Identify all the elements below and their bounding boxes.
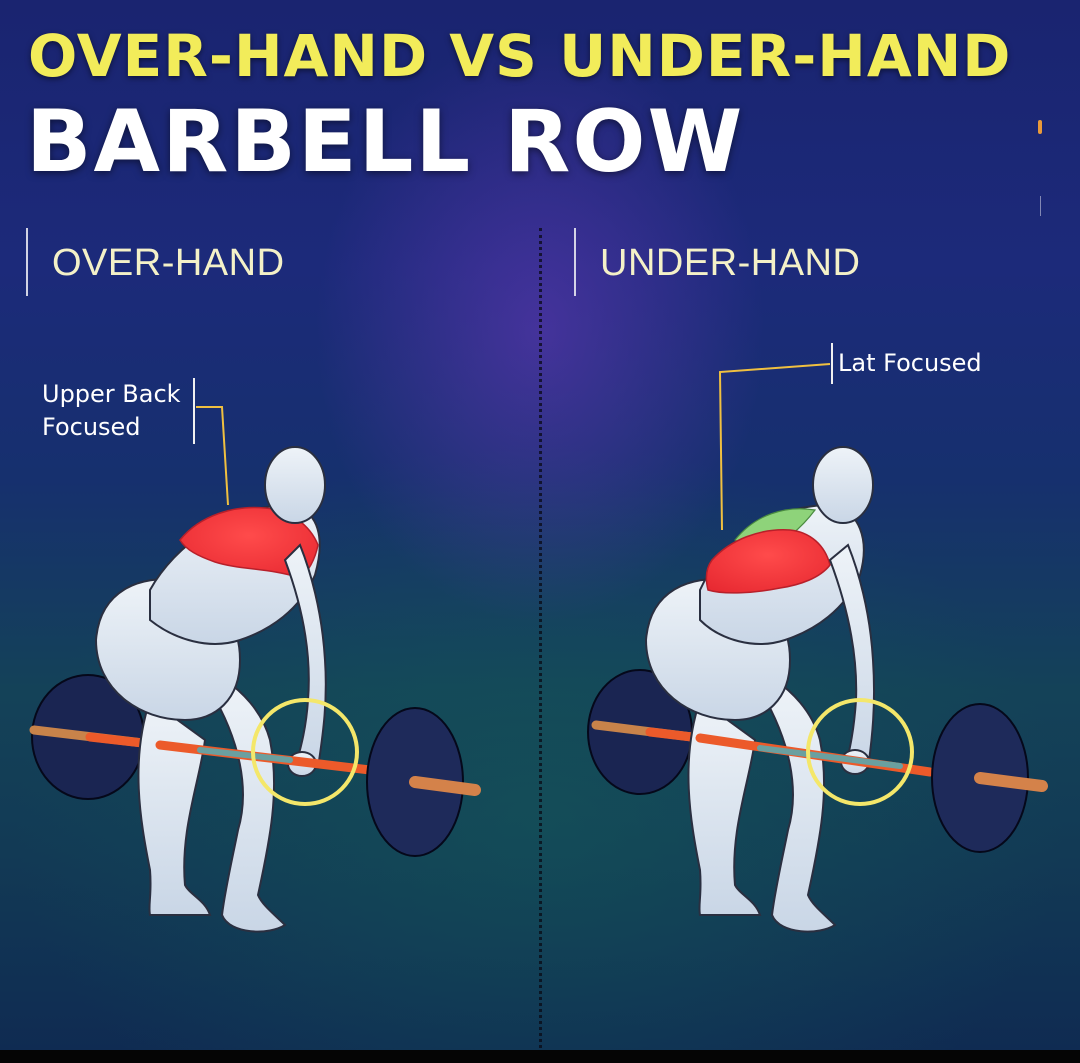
callout-upper-back: Upper Back Focused bbox=[42, 378, 181, 444]
underhand-figure bbox=[587, 343, 1048, 933]
panel-label-overhand: OVER-HAND bbox=[52, 242, 285, 284]
panel-header-overhand: OVER-HAND bbox=[26, 228, 285, 296]
decorative-mark bbox=[1038, 120, 1042, 134]
overhand-head bbox=[264, 446, 326, 524]
decorative-tick bbox=[1040, 196, 1041, 216]
callout-upper-back-line-2: Focused bbox=[42, 413, 141, 441]
overhand-front-leg bbox=[208, 678, 287, 933]
panel-label-underhand: UNDER-HAND bbox=[600, 242, 861, 284]
panel-header-underhand: UNDER-HAND bbox=[574, 228, 860, 296]
underhand-arm bbox=[828, 543, 876, 770]
overhand-figure bbox=[29, 378, 481, 933]
overhand-arm bbox=[283, 543, 327, 770]
title-line-2: BARBELL ROW bbox=[26, 92, 745, 192]
underhand-rear-leg bbox=[687, 698, 762, 916]
callout-lat-line-1: Lat Focused bbox=[838, 349, 982, 377]
overhand-grip-ring bbox=[251, 698, 359, 806]
overhand-bar-sleeve bbox=[409, 776, 481, 796]
underhand-grip-ring bbox=[806, 698, 914, 806]
callout-lat-focused: Lat Focused bbox=[838, 347, 982, 380]
title-line-1: OVER-HAND VS UNDER-HAND bbox=[28, 22, 1012, 90]
panel-divider bbox=[539, 228, 542, 1048]
bottom-bar bbox=[0, 1050, 1080, 1063]
callout-upper-back-line-1: Upper Back bbox=[42, 380, 181, 408]
underhand-front-leg bbox=[758, 678, 837, 933]
overhand-rear-leg bbox=[137, 698, 212, 916]
underhand-bar-sleeve bbox=[974, 772, 1048, 792]
overhand-upper-back-muscle bbox=[179, 506, 319, 579]
underhand-lat-muscle bbox=[705, 529, 831, 594]
underhand-head bbox=[812, 446, 874, 524]
